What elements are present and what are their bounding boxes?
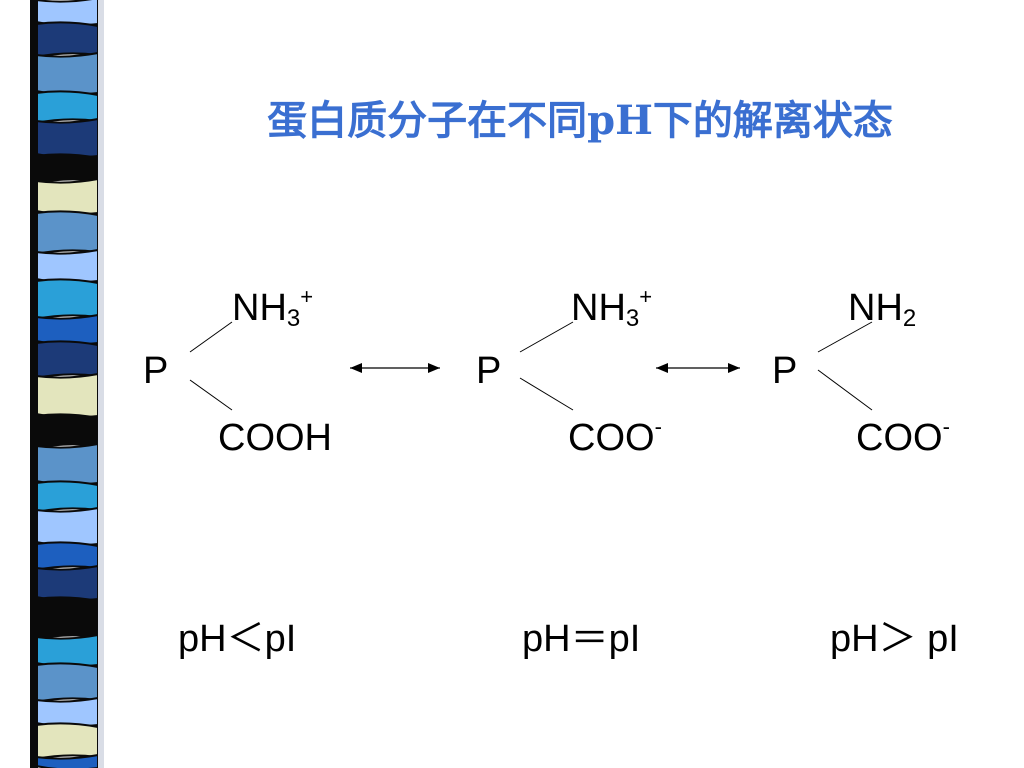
protein-label-3: P [772, 350, 798, 392]
carboxyl-group-1: COOH [218, 417, 332, 459]
slide-title: 蛋白质分子在不同pH下的解离状态 [267, 97, 893, 144]
amino-group-2: NH3+ [571, 284, 653, 332]
decorative-stripe-bar [0, 0, 122, 768]
condition-label-1: pH＜pI [178, 618, 297, 660]
bond-line-top-2 [519, 321, 574, 353]
protein-label-1: P [143, 350, 169, 392]
amino-group-3: NH2 [848, 287, 917, 332]
bond-line-top-3 [817, 321, 873, 353]
bond-line-bottom-1 [189, 379, 233, 411]
carboxyl-group-2: COO- [568, 414, 662, 459]
equilibrium-arrow-2 [656, 363, 740, 373]
protein-label-2: P [476, 350, 502, 392]
amino-group-1: NH3+ [232, 284, 314, 332]
bond-line-bottom-3 [817, 369, 873, 411]
condition-label-2: pH＝pI [522, 618, 641, 660]
bond-line-bottom-2 [519, 377, 574, 411]
stripe-block [35, 753, 99, 768]
equilibrium-arrow-1 [350, 363, 440, 373]
condition-label-3: pH＞ pI [830, 618, 959, 660]
bond-line-top-1 [189, 321, 233, 353]
carboxyl-group-3: COO- [856, 414, 950, 459]
